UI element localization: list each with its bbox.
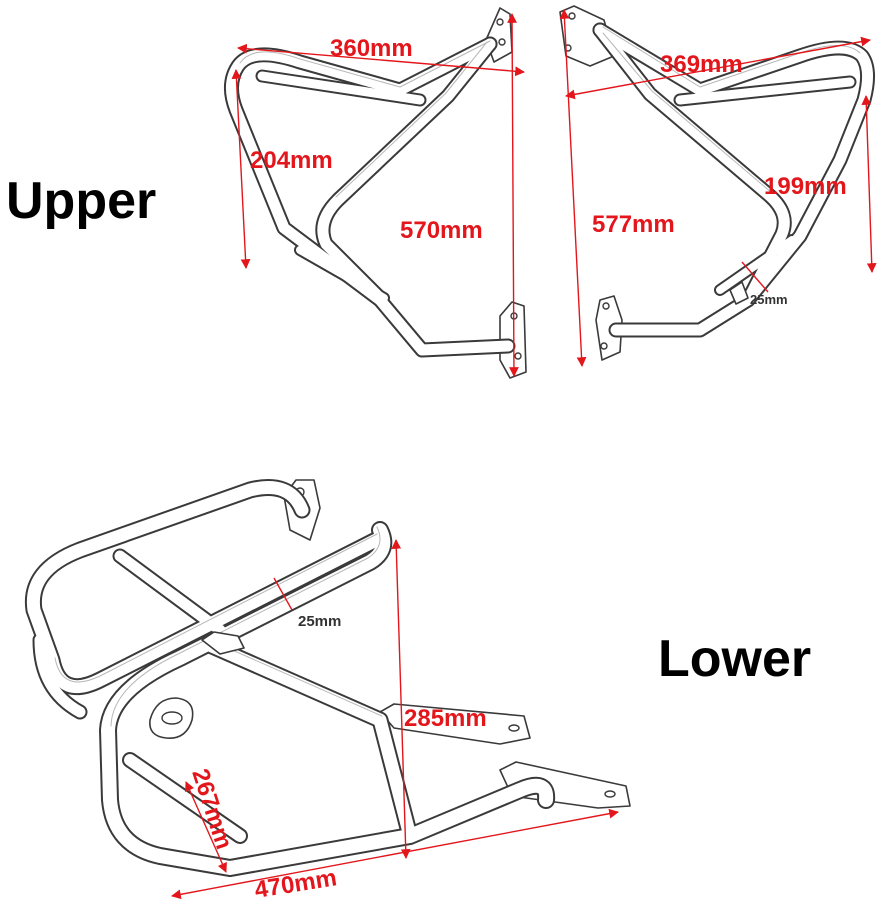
upper-left-width-label: 360mm	[330, 35, 413, 62]
upper-left-height-label: 204mm	[250, 147, 333, 174]
dimension-lines	[171, 9, 877, 900]
lower-section-label: Lower	[658, 630, 811, 688]
upper-right-length-label: 577mm	[592, 211, 675, 238]
upper-left-length-label: 570mm	[400, 217, 483, 244]
upper-section-label: Upper	[6, 172, 156, 230]
upper-right-width-label: 369mm	[660, 51, 743, 78]
upper-right-height-label: 199mm	[764, 173, 847, 200]
lower-tube-label: 25mm	[298, 613, 341, 630]
upper-left-crash-bar	[224, 7, 527, 379]
upper-right-tube-label: 25mm	[750, 292, 788, 307]
lower-height-label: 285mm	[404, 705, 487, 732]
lower-crash-bar	[24, 479, 631, 877]
